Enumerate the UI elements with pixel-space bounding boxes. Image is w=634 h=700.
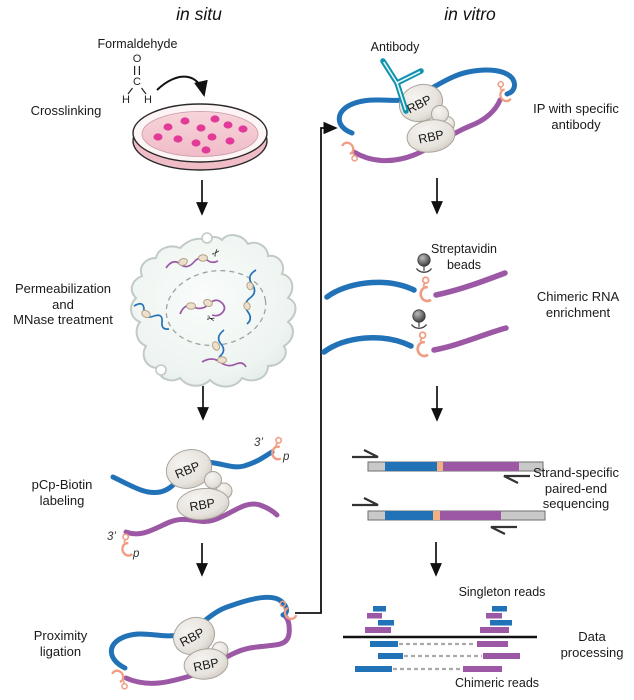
read-alignment-panel — [343, 606, 537, 672]
rbp-mini-blobs — [141, 254, 254, 364]
label-line: paired-end — [544, 480, 608, 496]
atom-o: O — [133, 53, 142, 65]
rbp-label: RBP — [188, 496, 216, 514]
permeabilized-cell: ✂ ✂ — [130, 232, 297, 388]
label-line: and — [52, 296, 74, 312]
label-line: Proximity — [33, 628, 88, 643]
cell-dots — [153, 115, 248, 154]
rbp-complex-ip: RBP RBP — [336, 58, 517, 164]
label-line: processing — [560, 644, 624, 660]
primer-arrow — [352, 449, 379, 459]
label-line: Strand-specific — [533, 465, 619, 480]
rbp-label: RBP — [192, 656, 220, 675]
membrane-notch — [201, 232, 213, 244]
chimeric-reads — [355, 641, 520, 672]
p-label: p — [132, 548, 140, 560]
connector-arrow — [295, 121, 338, 614]
antibody-label: Antibody — [370, 40, 420, 54]
singleton-reads-label: Singleton reads — [458, 585, 546, 599]
scissors-icon: ✂ — [205, 313, 216, 326]
label-line: Streptavidin — [430, 242, 497, 256]
streptavidin-bead-icon — [410, 309, 428, 329]
rbp-complex-pcp: RBP RBP 3’ p 3’ p — [107, 435, 290, 560]
rna-squiggles — [133, 257, 257, 368]
label-line: labeling — [39, 492, 85, 508]
antibody-icon — [380, 58, 424, 114]
pcp-biotin-icon — [119, 532, 134, 558]
label-line: enrichment — [545, 304, 611, 320]
nucleus-outline — [165, 269, 267, 347]
sequencing-construct-2 — [352, 497, 546, 535]
streptavidin-beads-label: Streptavidin beads — [415, 242, 513, 273]
step-label-crosslinking: Crosslinking — [30, 103, 102, 118]
step-label-ip: IP with specific antibody — [520, 101, 632, 132]
column-title-in-situ: in situ — [176, 4, 222, 24]
singleton-reads — [365, 606, 512, 633]
rbp-complex-ligated: RBP RBP — [108, 594, 298, 692]
label-line: sequencing — [542, 496, 610, 511]
chimeric-rna-2 — [321, 309, 509, 358]
step-label-sequencing: Strand-specific paired-end sequencing — [520, 465, 632, 512]
atom-h: H — [122, 94, 130, 106]
label-line: pCp-Biotin — [31, 477, 93, 492]
label-line: IP with specific — [533, 101, 619, 116]
chimeric-rna-1 — [324, 253, 508, 303]
atom-c: C — [133, 76, 141, 88]
petri-dish — [132, 103, 268, 171]
pcp-biotin-icon — [416, 330, 430, 358]
label-line: antibody — [551, 116, 601, 132]
rbp-label: RBP — [417, 128, 445, 147]
p-label: p — [282, 451, 290, 463]
three-prime-label: 3’ — [107, 531, 116, 543]
curved-arrow — [156, 75, 208, 97]
label-line: Permeabilization — [14, 281, 112, 296]
step-label-permeabilization: Permeabilization and MNase treatment — [2, 281, 124, 328]
primer-arrow — [352, 497, 379, 507]
formaldehyde-molecule-icon: O C H H — [122, 53, 152, 106]
chimeric-reads-label: Chimeric reads — [454, 676, 540, 690]
column-title-in-vitro: in vitro — [444, 4, 496, 24]
formaldehyde-label: Formaldehyde — [97, 37, 178, 51]
pcp-biotin-icon — [419, 275, 433, 303]
membrane-notch — [155, 364, 167, 376]
sequencing-construct-1 — [352, 449, 544, 484]
label-line: Data — [578, 629, 606, 644]
atom-h: H — [144, 94, 152, 106]
primer-arrow — [490, 525, 517, 535]
label-line: Chimeric RNA — [536, 289, 620, 304]
pcp-biotin-icon — [270, 435, 285, 461]
step-label-enrichment: Chimeric RNA enrichment — [524, 289, 632, 320]
step-label-pcp-biotin: pCp-Biotin labeling — [8, 477, 116, 508]
three-prime-label: 3’ — [254, 437, 263, 449]
step-label-proximity-ligation: Proximity ligation — [8, 628, 113, 659]
label-line: MNase treatment — [13, 312, 113, 327]
label-line: beads — [446, 257, 482, 272]
primer-arrow — [503, 474, 530, 484]
label-line: ligation — [39, 643, 82, 659]
step-label-data-processing: Data processing — [550, 629, 634, 660]
